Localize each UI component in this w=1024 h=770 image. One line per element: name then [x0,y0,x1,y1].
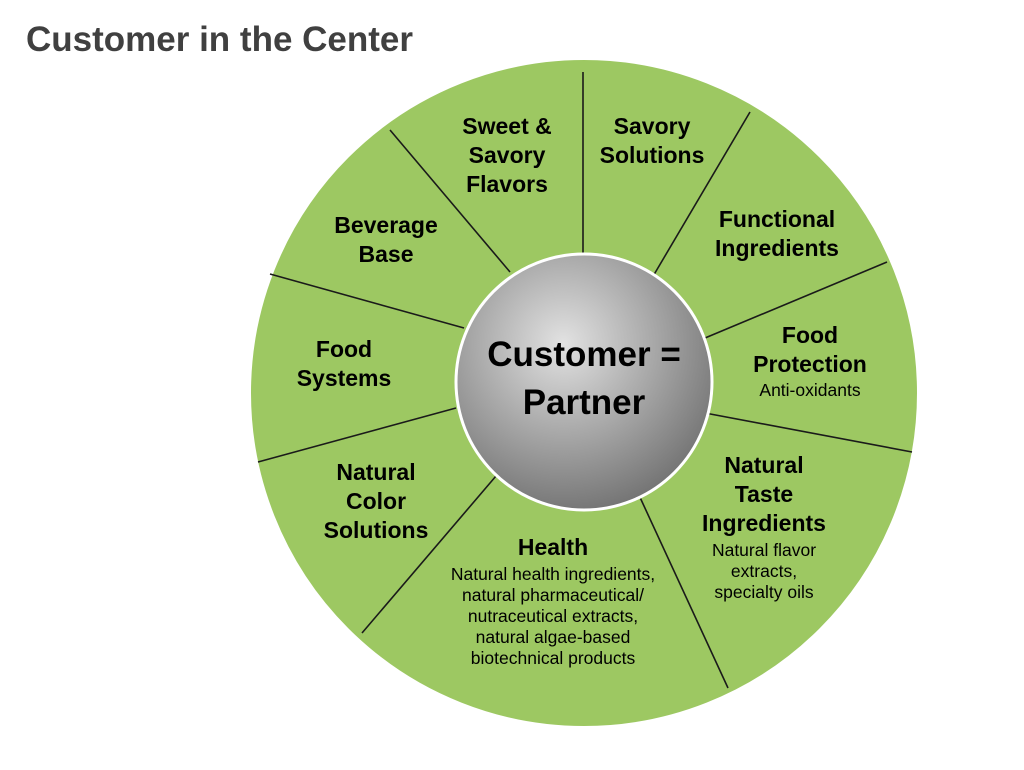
segment-subtitle-line: Natural flavor [712,540,816,560]
segment-subtitle-line: Natural health ingredients, [451,564,655,584]
segment-title-line: Base [359,241,414,267]
segment-title-line: Natural [724,452,803,478]
segment-title-line: Solutions [600,142,705,168]
segment-subtitle-line: natural pharmaceutical/ [462,585,644,605]
divider-line [704,412,913,453]
segment-subtitle-line: nutraceutical extracts, [468,606,638,626]
segment-title-line: Systems [297,365,392,391]
segment-title-line: Beverage [334,212,438,238]
divider-line [269,273,465,329]
segment-subtitle-line: extracts, [731,561,797,581]
divider-line [704,261,888,339]
segment-title-line: Food [782,322,838,348]
segment-title-line: Taste [735,481,793,507]
segment-title-line: Food [316,336,372,362]
segment-subtitle-line: biotechnical products [471,648,636,668]
center-label: Customer = Partner [487,335,681,422]
segment-subtitle-line: natural algae-based [476,627,631,647]
segment-title-line: Functional [719,206,835,232]
segment-title-line: Savory [469,142,546,168]
segment-title-line: Solutions [324,517,429,543]
segment-subtitle-line: Anti-oxidants [759,380,860,400]
segment-labels: Sweet &SavoryFlavorsSavorySolutionsFunct… [297,113,867,668]
center-label-line: Partner [523,383,646,422]
segment-subtitle-line: specialty oils [714,582,813,602]
segment-title-line: Health [518,534,588,560]
divider-line [257,407,457,463]
segment-title-line: Ingredients [702,510,826,536]
segment-title-line: Natural [336,459,415,485]
divider-line [637,492,729,689]
slide-title: Customer in the Center [26,20,413,59]
divider-line [389,129,511,273]
segment-title-line: Color [346,488,406,514]
segment-dividers [257,72,913,689]
segment-title-line: Ingredients [715,235,839,261]
segment-title-line: Flavors [466,171,548,197]
divider-line [651,111,751,279]
segment-title-line: Savory [614,113,691,139]
center-label-line: Customer = [487,335,681,374]
center-circle [454,252,714,512]
segment-title-line: Protection [753,351,867,377]
segment-title-line: Sweet & [462,113,551,139]
divider-line [361,475,497,634]
